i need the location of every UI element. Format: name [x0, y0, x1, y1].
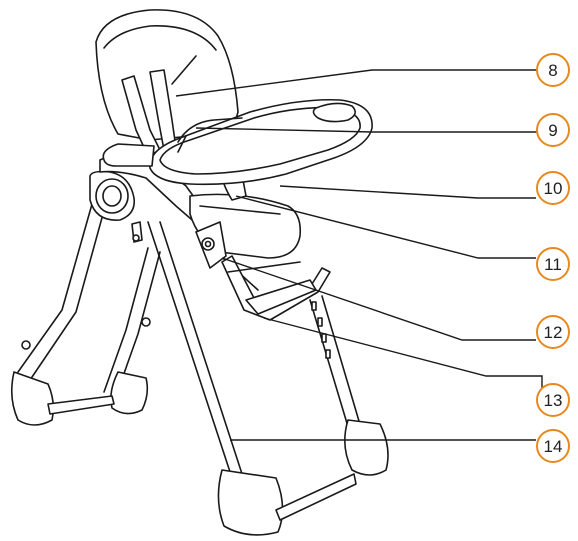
rear-crossbar: [47, 395, 115, 415]
front-left-foot: [217, 469, 284, 536]
rear-left-foot: [10, 371, 55, 426]
leader-line-13: [263, 317, 543, 398]
callout-10: 10: [536, 171, 570, 205]
callout-12: 12: [536, 315, 570, 349]
callout-number: 14: [544, 437, 563, 456]
leader-line-11: [235, 195, 536, 259]
high-chair-drawing: [10, 9, 389, 536]
tray-inner: [159, 106, 361, 175]
recline-hinge: [89, 170, 136, 221]
callout-13: 13: [536, 383, 570, 417]
callout-number: 8: [548, 61, 557, 80]
callout-ring: [536, 315, 570, 349]
callout-number: 9: [548, 121, 557, 140]
callout-number: 13: [544, 391, 563, 410]
callout-14: 14: [536, 429, 570, 463]
callout-number: 12: [544, 323, 563, 342]
callout-ring: [536, 113, 570, 147]
callout-number: 11: [544, 255, 562, 274]
front-crossbar: [275, 473, 357, 521]
rear-right-foot: [110, 371, 149, 415]
callout-11: 11: [536, 247, 570, 281]
backrest-headrest-line: [103, 25, 217, 51]
callout-number: 10: [544, 179, 563, 198]
callout-ring: [536, 247, 570, 281]
tray: [102, 98, 373, 186]
leader-lines: [175, 69, 543, 441]
callout-ring: [536, 171, 570, 205]
callout-8: 8: [536, 53, 570, 87]
leader-line-9: [195, 127, 538, 133]
callout-9: 9: [536, 113, 570, 147]
leader-line-10: [279, 185, 536, 199]
callout-ring: [536, 429, 570, 463]
front-legs: [147, 221, 365, 481]
leader-line-8: [175, 69, 538, 97]
front-right-foot: [344, 419, 389, 476]
rear-legs: [10, 189, 161, 426]
callouts: 8 9 10 11 12 13 14: [536, 53, 570, 463]
callout-ring: [536, 383, 570, 417]
cup-holder: [312, 102, 356, 123]
callout-ring: [536, 53, 570, 87]
leader-line-12: [221, 257, 536, 341]
